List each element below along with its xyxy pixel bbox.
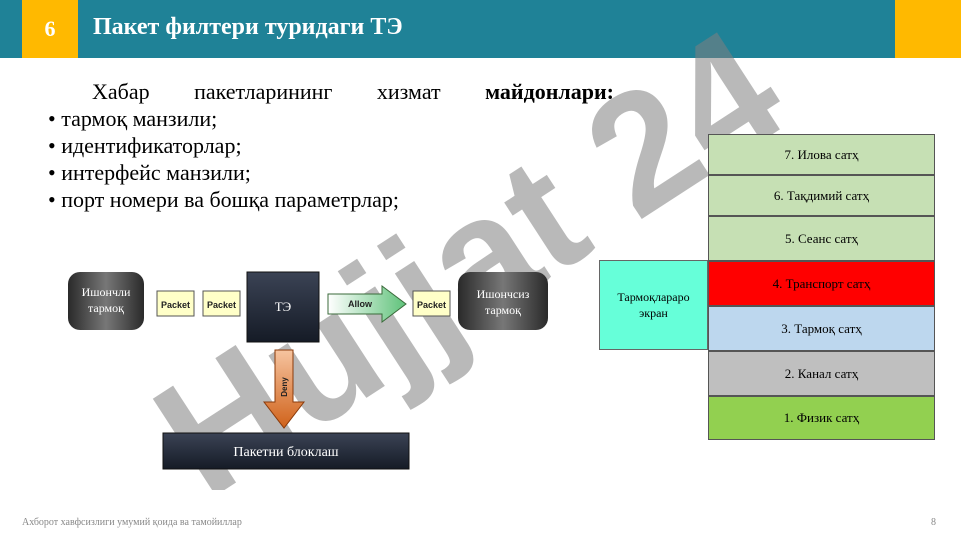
bullet-item: • интерфейс манзили; [48,160,251,185]
bullet-item: • идентификаторлар; [48,133,242,158]
firewall-osi-label: экран [639,306,668,320]
firewall-label: ТЭ [275,299,292,314]
packet-filter-diagram: Ишончли тармоқ Packet Packet ТЭ Allow Pa… [68,271,548,470]
bullet-item: • порт номери ва бошқа параметрлар; [48,187,400,212]
osi-layer-presentation: 6. Тақдимий сатҳ [708,175,935,216]
packet-block: Packet [156,290,195,317]
packet-label: Packet [207,300,236,310]
trusted-network-label: тармоқ [88,301,124,315]
firewall-osi-label: Тармоқлараро [617,290,690,304]
slide-number-badge: 6 [22,0,78,58]
slide-title: Пакет филтери туридаги ТЭ [93,14,403,40]
allow-arrow: Allow [327,285,407,323]
allow-label: Allow [348,299,373,309]
corner-accent [895,0,961,58]
lead-word: майдонлари: [485,79,614,104]
deny-label: Deny [280,377,289,397]
packet-label: Packet [161,300,190,310]
packet-label: Packet [417,300,446,310]
untrusted-network-node: Ишончсиз тармоқ [458,272,548,330]
untrusted-network-label: тармоқ [485,303,521,317]
bullet-list: Хабар пакетларининг хизмат майдонлари: •… [48,78,614,213]
bullet-item: • тармоқ манзили; [48,106,218,131]
packet-block: Packet [202,290,241,317]
osi-layer-datalink: 2. Канал сатҳ [708,351,935,396]
lead-word: хизмат [376,79,441,104]
page-number: 8 [931,517,936,528]
deny-arrow: Deny [262,349,306,429]
header-bar [0,0,961,58]
block-packet-label: Пакетни блоклаш [233,445,338,460]
trusted-network-node: Ишончли тармоқ [68,272,144,330]
osi-layer-network: 3. Тармоқ сатҳ [708,306,935,351]
firewall-osi-box: Тармоқлараро экран [599,260,708,350]
firewall-node: ТЭ [246,271,320,343]
trusted-network-label: Ишончли [82,285,131,299]
lead-word: Хабар [92,79,150,104]
osi-layer-physical: 1. Физик сатҳ [708,396,935,440]
block-packet-box: Пакетни блоклаш [162,432,410,470]
lead-word: пакетларининг [194,79,333,104]
osi-layer-transport: 4. Транспорт сатҳ [708,261,935,306]
untrusted-network-label: Ишончсиз [477,287,530,301]
lead-line: Хабар пакетларининг хизмат майдонлари: [48,78,614,105]
footer-text: Ахборот хавфсизлиги умумий қоида ва тамо… [22,517,242,528]
osi-layer-application: 7. Илова сатҳ [708,134,935,175]
packet-block: Packet [412,290,451,317]
osi-layer-session: 5. Сеанс сатҳ [708,216,935,261]
